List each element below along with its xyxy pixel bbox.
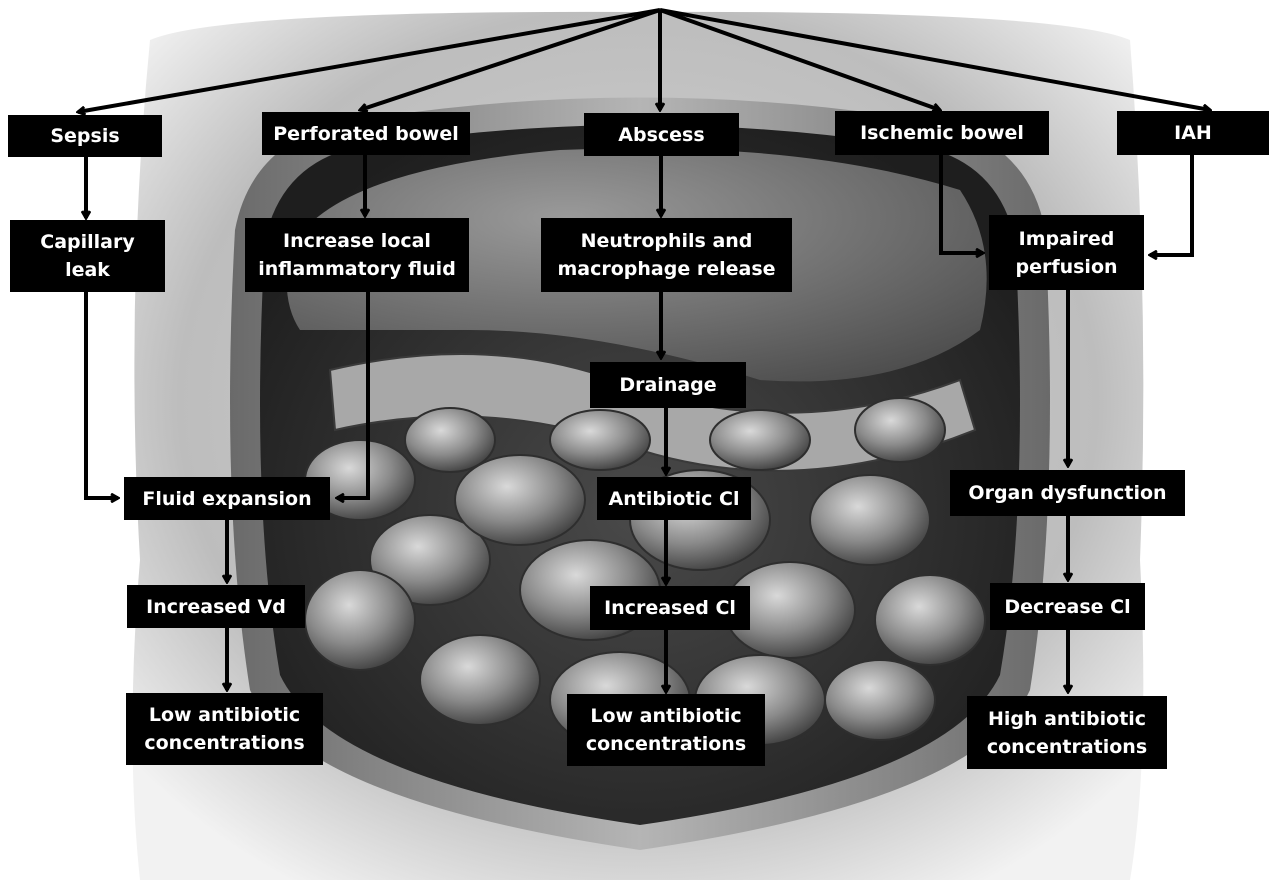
box-sepsis: Sepsis [8,115,162,157]
box-decrease-cl: Decrease Cl [990,583,1145,630]
arrow-top-to-iah [660,10,1210,110]
box-ischemic-bowel: Ischemic bowel [835,111,1049,155]
box-low-antibiotic-concentrations-left: Low antibiotic concentrations [126,693,323,765]
arrow-top-to-ischemic-bowel [660,10,940,110]
box-capillary-leak: Capillary leak [10,220,165,292]
box-impaired-perfusion: Impaired perfusion [989,215,1144,290]
arrow-iah-to-impaired-perfusion [1150,155,1192,255]
box-perforated-bowel: Perforated bowel [262,112,470,155]
box-high-antibiotic-concentrations: High antibiotic concentrations [967,696,1167,769]
arrow-capillary-leak-to-fluid-expansion [86,292,118,498]
box-drainage: Drainage [590,362,746,408]
box-organ-dysfunction: Organ dysfunction [950,470,1185,516]
box-increased-cl: Increased Cl [590,586,750,630]
arrow-top-to-sepsis [78,10,660,112]
box-low-antibiotic-concentrations-center: Low antibiotic concentrations [567,694,765,766]
arrow-local-fluid-to-fluid-expansion [337,292,368,498]
arrow-ischemic-bowel-to-impaired-perfusion [941,155,983,253]
box-iah: IAH [1117,111,1269,155]
box-fluid-expansion: Fluid expansion [124,477,330,520]
box-neutrophils-macrophage-release: Neutrophils and macrophage release [541,218,792,292]
box-increase-local-inflammatory-fluid: Increase local inflammatory fluid [245,218,469,292]
box-antibiotic-cl: Antibiotic Cl [597,477,751,520]
box-abscess: Abscess [584,113,739,156]
box-increased-vd: Increased Vd [127,585,305,628]
arrow-top-to-perforated-bowel [360,10,660,110]
